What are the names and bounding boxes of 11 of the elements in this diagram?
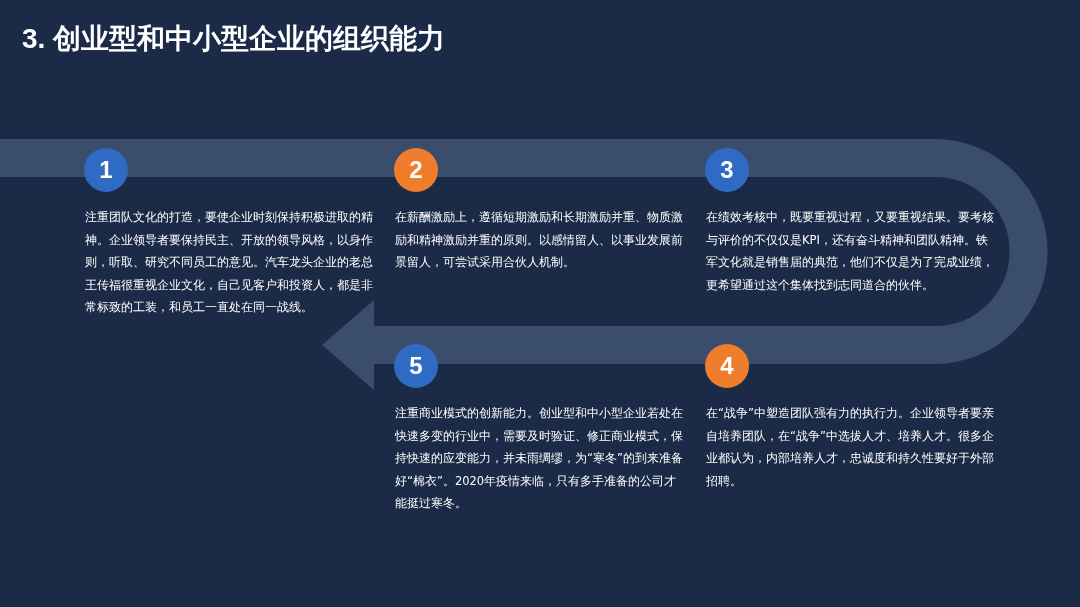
step-number-circle: 3 — [705, 148, 749, 192]
step-number-circle: 1 — [84, 148, 128, 192]
step-number-circle: 2 — [394, 148, 438, 192]
step-description: 在薪酬激励上，遵循短期激励和长期激励并重、物质激励和精神激励并重的原则。以感情留人、以事业发展前景留人，可尝试采用合伙人机制。 — [395, 209, 684, 271]
step-description: 在“战争”中塑造团队强有力的执行力。企业领导者要亲自培养团队，在“战争”中选拔人才、培养人才。很多企业都认为，内部培养人才，忠诚度和持久性要好于外部招聘。 — [706, 405, 995, 490]
step-number-circle: 4 — [705, 344, 749, 388]
step-description: 在绩效考核中，既要重视过程，又要重视结果。要考核与评价的不仅仅是KPI，还有奋斗精神和团队精神。铁军文化就是销售届的典范，他们不仅是为了完成业绩，更希望通过这个集体找到志同道合的伙伴。 — [706, 209, 995, 294]
step-number-circle: 5 — [394, 344, 438, 388]
step-description: 注重团队文化的打造，要使企业时刻保持积极进取的精神。企业领导者要保持民主、开放的领导风格，以身作则，听取、研究不同员工的意见。汽车龙头企业的老总王传福很重视企业文化，自己见客户和投资人，都是非常标致的工装，和员工一直处在同一战线。 — [85, 209, 374, 316]
step-description: 注重商业模式的创新能力。创业型和中小型企业若处在快速多变的行业中，需要及时验证、修正商业模式，保持快速的应变能力，并未雨绸缪，为“寒冬”的到来准备好“棉衣”。2020年疫情来临，只有多手准备的公司才能挺过寒冬。 — [395, 405, 684, 512]
title: 3. 创业型和中小型企业的组织能力 — [22, 22, 446, 56]
